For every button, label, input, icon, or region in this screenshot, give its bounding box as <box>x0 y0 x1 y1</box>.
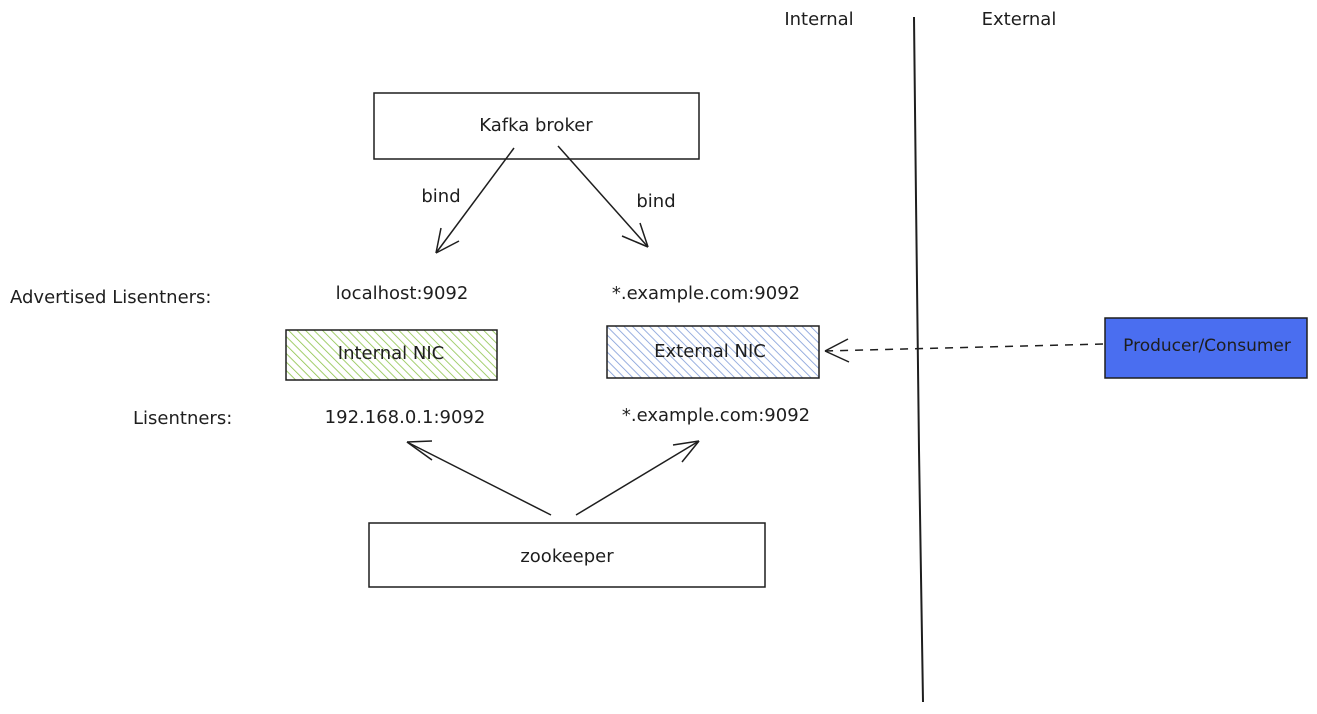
advertised-internal-value: localhost:9092 <box>335 283 469 304</box>
bind-label-right: bind <box>636 191 676 212</box>
internal-nic-box[interactable] <box>285 329 498 381</box>
advertised-external-value: *.example.com:9092 <box>611 283 801 304</box>
bind-arrow-right <box>557 145 649 248</box>
internal-nic-fill <box>286 330 497 380</box>
producer-consumer-label: Producer/Consumer <box>1123 336 1291 356</box>
zookeeper-arrow-left <box>406 440 552 516</box>
broker-label: Kafka broker <box>479 115 593 136</box>
zone-divider <box>913 16 924 703</box>
bind-arrow-left <box>435 147 515 254</box>
zookeeper-label: zookeeper <box>520 546 614 567</box>
zone-label-external: External <box>981 9 1057 30</box>
bind-label-left: bind <box>421 186 461 207</box>
producer-consumer-box[interactable] <box>1104 317 1308 379</box>
zone-label-internal: Internal <box>784 9 854 30</box>
kafka-broker-box[interactable] <box>373 92 700 160</box>
advertised-listeners-label: Advertised Lisentners: <box>10 287 212 308</box>
client-to-nic-arrow <box>824 338 1104 363</box>
listeners-label: Lisentners: <box>133 408 233 429</box>
listener-external-value: *.example.com:9092 <box>621 405 811 426</box>
zookeeper-box[interactable] <box>368 522 766 588</box>
external-nic-label: External NIC <box>654 341 766 362</box>
external-nic-fill <box>607 326 819 378</box>
internal-nic-label: Internal NIC <box>337 343 445 364</box>
listener-internal-value: 192.168.0.1:9092 <box>324 407 486 428</box>
zookeeper-arrow-right <box>575 440 700 516</box>
external-nic-box[interactable] <box>606 325 820 379</box>
